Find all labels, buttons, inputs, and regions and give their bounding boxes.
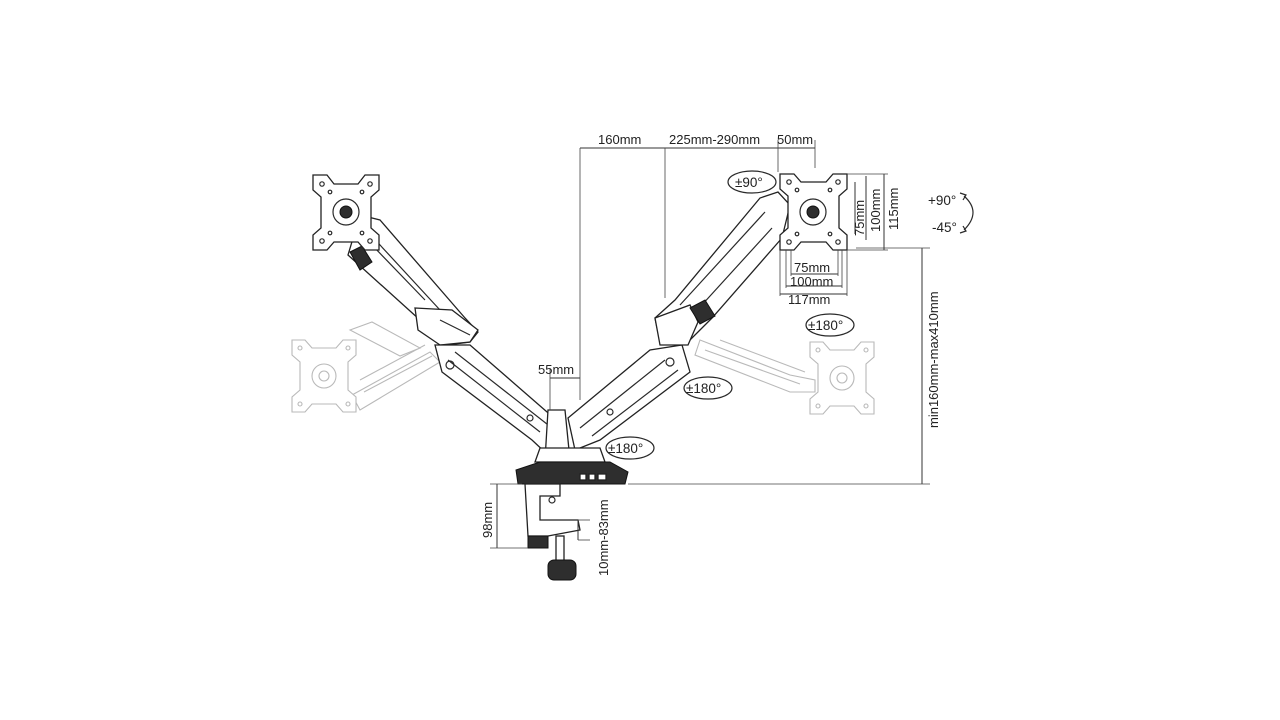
center-pole <box>534 409 606 463</box>
tilt-arrow-icon <box>959 192 974 234</box>
ghost-right-vesa-plate <box>809 341 875 415</box>
label-swivel-base: ±180° <box>608 441 643 456</box>
desk-clamp <box>524 483 581 581</box>
center-gap-dimension <box>549 368 580 410</box>
label-height-range: min160mm-max410mm <box>926 291 941 428</box>
height-dimension-lines <box>628 247 930 485</box>
right-upper-arm <box>654 191 791 346</box>
vesa-dimension-lines <box>779 173 888 296</box>
label-swivel-mid: ±180° <box>686 381 721 396</box>
label-vesa-width-75: 75mm <box>794 260 830 275</box>
left-vesa-plate <box>312 174 380 251</box>
ghost-right-arm <box>694 339 816 393</box>
ghost-left-vesa-plate <box>291 339 357 413</box>
label-center-gap: 55mm <box>538 362 574 377</box>
label-plate-offset: 50mm <box>777 132 813 147</box>
label-swivel-head: ±180° <box>808 318 843 333</box>
left-upper-arm <box>347 214 479 346</box>
base-dimension-lines <box>490 483 590 549</box>
label-base-height: 98mm <box>480 502 495 538</box>
swivel-mid-arrow-icon <box>683 376 733 400</box>
label-tilt-up: +90° <box>928 193 956 208</box>
label-rotate-plate: ±90° <box>735 175 763 190</box>
right-vesa-plate <box>779 173 848 251</box>
rotate-plate-arrow-icon <box>727 170 777 194</box>
label-vesa-height-100: 100mm <box>868 189 883 232</box>
desk-base <box>515 461 629 485</box>
label-top-offset: 160mm <box>598 132 641 147</box>
swivel-head-arrow-icon <box>805 313 855 337</box>
label-vesa-width-100: 100mm <box>790 274 833 289</box>
label-plate-width: 117mm <box>788 292 830 307</box>
top-dimension-lines <box>579 140 816 400</box>
swivel-base-arrow-icon <box>605 436 655 460</box>
right-lower-arm <box>567 344 691 451</box>
ghost-left-arm <box>348 321 441 411</box>
label-plate-height: 115mm <box>886 188 901 230</box>
label-clamp-range: 10mm-83mm <box>596 499 611 576</box>
label-tilt-down: -45° <box>932 220 957 235</box>
label-arm-reach: 225mm-290mm <box>669 132 760 147</box>
label-vesa-height-75: 75mm <box>852 200 867 236</box>
